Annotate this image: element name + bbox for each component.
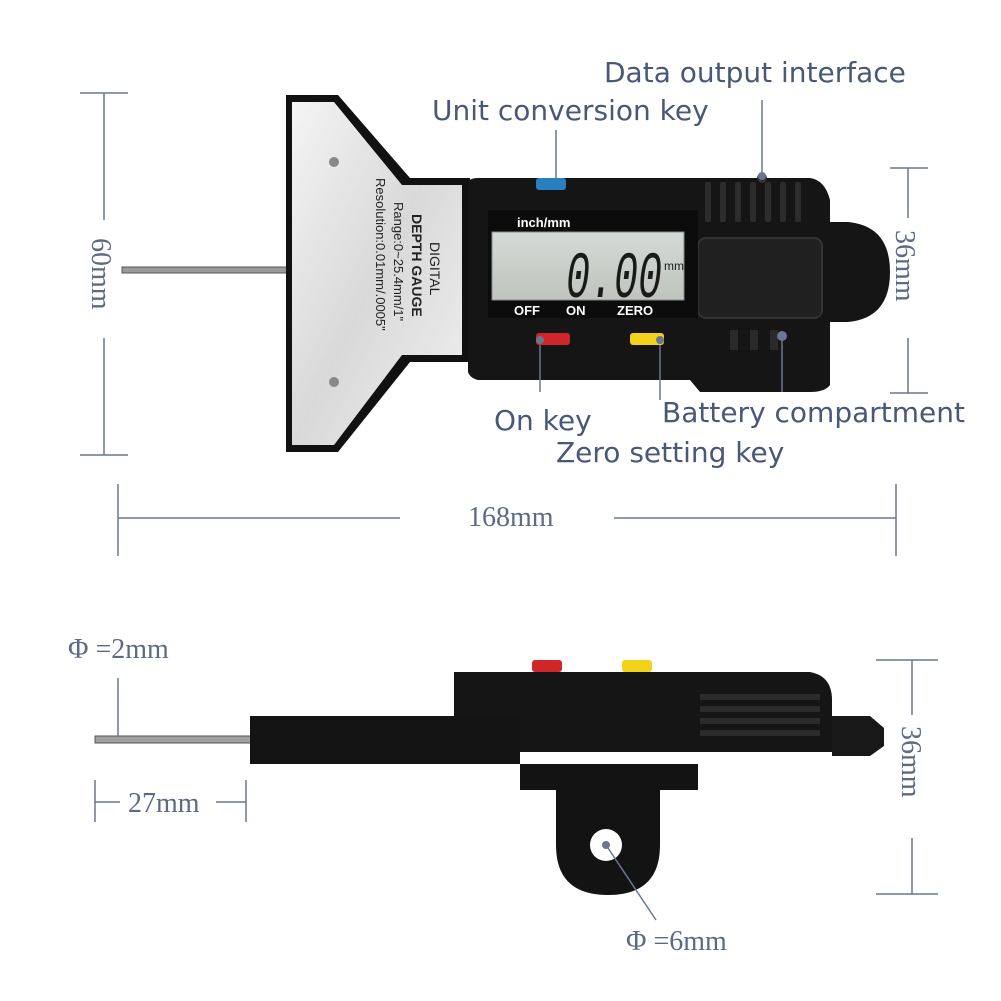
side-on-key[interactable] [532,660,562,672]
grip-ribs [705,182,801,222]
unit-conversion-key[interactable] [536,178,566,190]
lcd-unit-label: inch/mm [517,215,570,230]
lcd-screen [491,231,685,301]
dim-27mm-label: 27mm [128,788,200,819]
battery-cover [697,237,823,319]
callout-unit-conversion: Unit conversion key [432,94,709,127]
callout-zero-setting: Zero setting key [556,436,784,469]
dim-hole-diameter-label: Φ =6mm [626,926,727,957]
lcd-off-label: OFF [514,303,540,318]
dim-60mm-lines [80,92,128,456]
side-zero-key[interactable] [622,660,652,672]
callout-data-output: Data output interface [604,56,906,89]
callout-battery: Battery compartment [662,396,965,429]
dim-60mm-label: 60mm [85,238,116,310]
lcd-reading: 0.00 [566,242,662,317]
side-grip-ribs [700,694,820,736]
side-nose [832,716,884,756]
dim-168mm-label: 168mm [468,502,554,533]
plate-screw-bottom [329,377,339,387]
dim-168mm-lines [117,484,897,556]
side-dim-lines [94,659,938,921]
battery-ribs [730,330,778,350]
plate-title-depth-gauge: DEPTH GAUGE [409,214,425,317]
lcd-zero-label: ZERO [617,303,653,318]
callout-on-key: On key [494,404,592,437]
t-plate-steel [292,102,462,445]
side-probe-rod [94,735,252,744]
plate-screw-top [329,157,339,167]
dim-36mm-bottom-label: 36mm [895,726,926,798]
dim-36mm-top-lines [890,167,928,394]
probe-rod [121,266,288,274]
side-base-plate [250,716,520,764]
dim-probe-diameter-label: Φ =2mm [68,634,169,665]
on-key[interactable] [536,333,570,345]
callout-leaders [539,100,783,400]
zero-setting-key[interactable] [630,333,664,345]
plate-resolution: Resolution:0.01mm/.0005" [373,178,388,331]
lcd-on-label: ON [566,303,586,318]
plate-title-digital: DIGITAL [427,242,443,296]
plate-range: Range:0~25.4mm/1" [391,202,406,322]
dim-36mm-top-label: 36mm [889,230,920,302]
lcd-reading-unit: mm [664,259,684,273]
